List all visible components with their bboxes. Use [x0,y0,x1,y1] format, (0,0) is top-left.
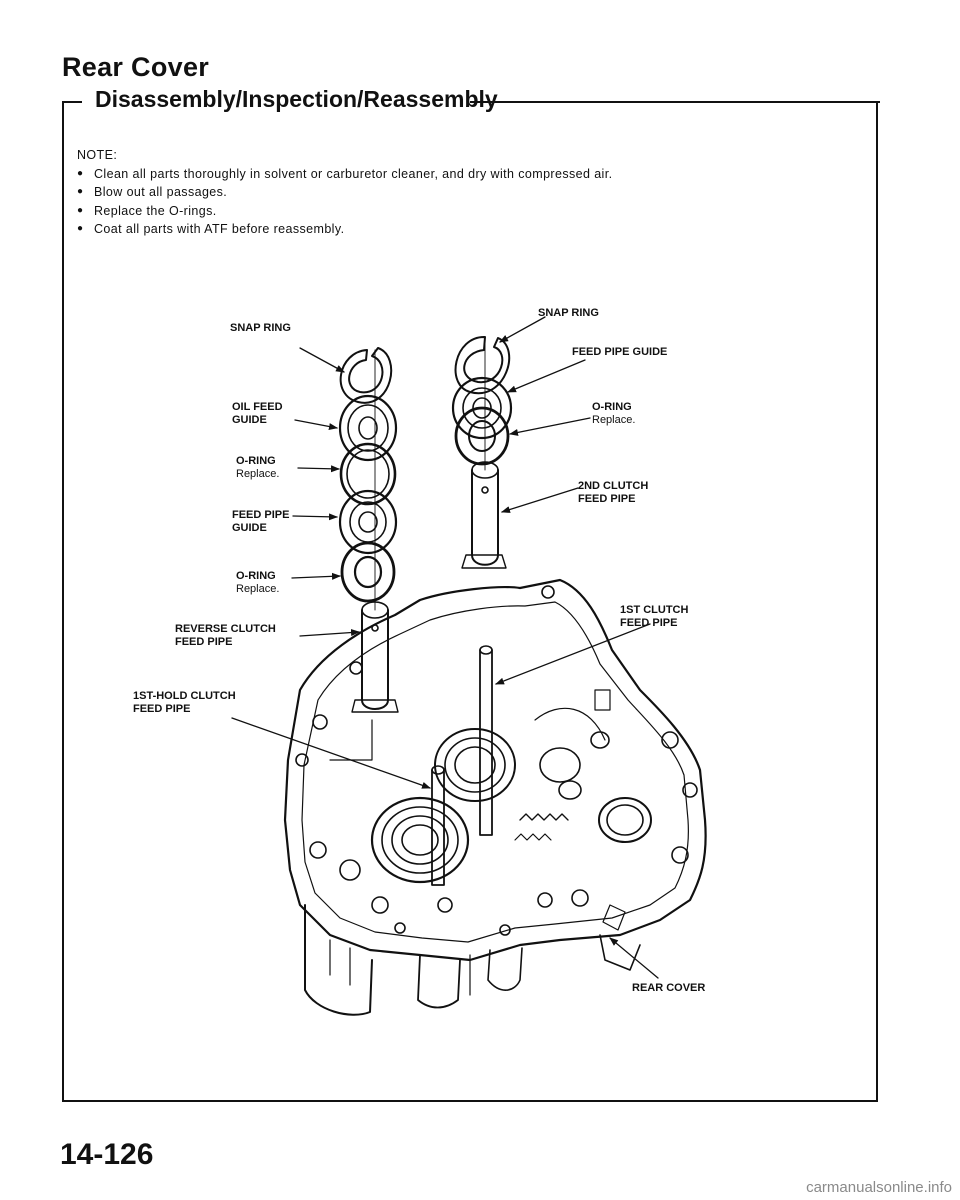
left-parts-stack [338,347,399,713]
page-title: Rear Cover [62,52,210,82]
label-1st-hold-clutch-feed-pipe: 1ST-HOLD CLUTCH FEED PIPE [133,690,236,715]
note-item-replace-orings: Replace the O-rings. [77,202,613,221]
label-o-ring-left-2: O-RING Replace. [236,570,280,595]
label-o-ring-right: O-RING Replace. [592,401,636,426]
label-feed-pipe-guide-right: FEED PIPE GUIDE [572,346,668,358]
page-number: 14-126 [60,1138,154,1171]
notes-heading: NOTE: [77,148,118,162]
label-snap-ring-right: SNAP RING [538,307,599,319]
content-frame [62,102,878,1102]
notes-list: Clean all parts thoroughly in solvent or… [77,165,613,239]
label-1st-clutch-feed-pipe: 1ST CLUTCH FEED PIPE [620,604,689,629]
label-feed-pipe-guide-left: FEED PIPE GUIDE [232,509,290,534]
section-title: Disassembly/Inspection/Reassembly [95,86,498,112]
leader-lines [231,316,659,979]
section-rule-left [62,101,82,103]
note-item-clean: Clean all parts thoroughly in solvent or… [77,165,613,184]
note-item-blow-out: Blow out all passages. [77,183,613,202]
right-parts-stack [431,335,513,886]
label-rear-cover: REAR COVER [632,982,706,994]
label-2nd-clutch-feed-pipe: 2ND CLUTCH FEED PIPE [578,480,649,505]
label-snap-ring-left: SNAP RING [230,322,291,334]
section-rule-right [470,101,880,103]
label-reverse-clutch-feed-pipe: REVERSE CLUTCH FEED PIPE [175,623,276,648]
label-o-ring-left-1: O-RING Replace. [236,455,280,480]
rear-cover-housing [283,578,707,1016]
label-oil-feed-guide: OIL FEED GUIDE [232,401,283,426]
notes-block: NOTE: Clean all parts thoroughly in solv… [77,146,613,239]
footer-watermark: carmanualsonline.info [806,1179,952,1196]
note-item-coat-atf: Coat all parts with ATF before reassembl… [77,220,613,239]
